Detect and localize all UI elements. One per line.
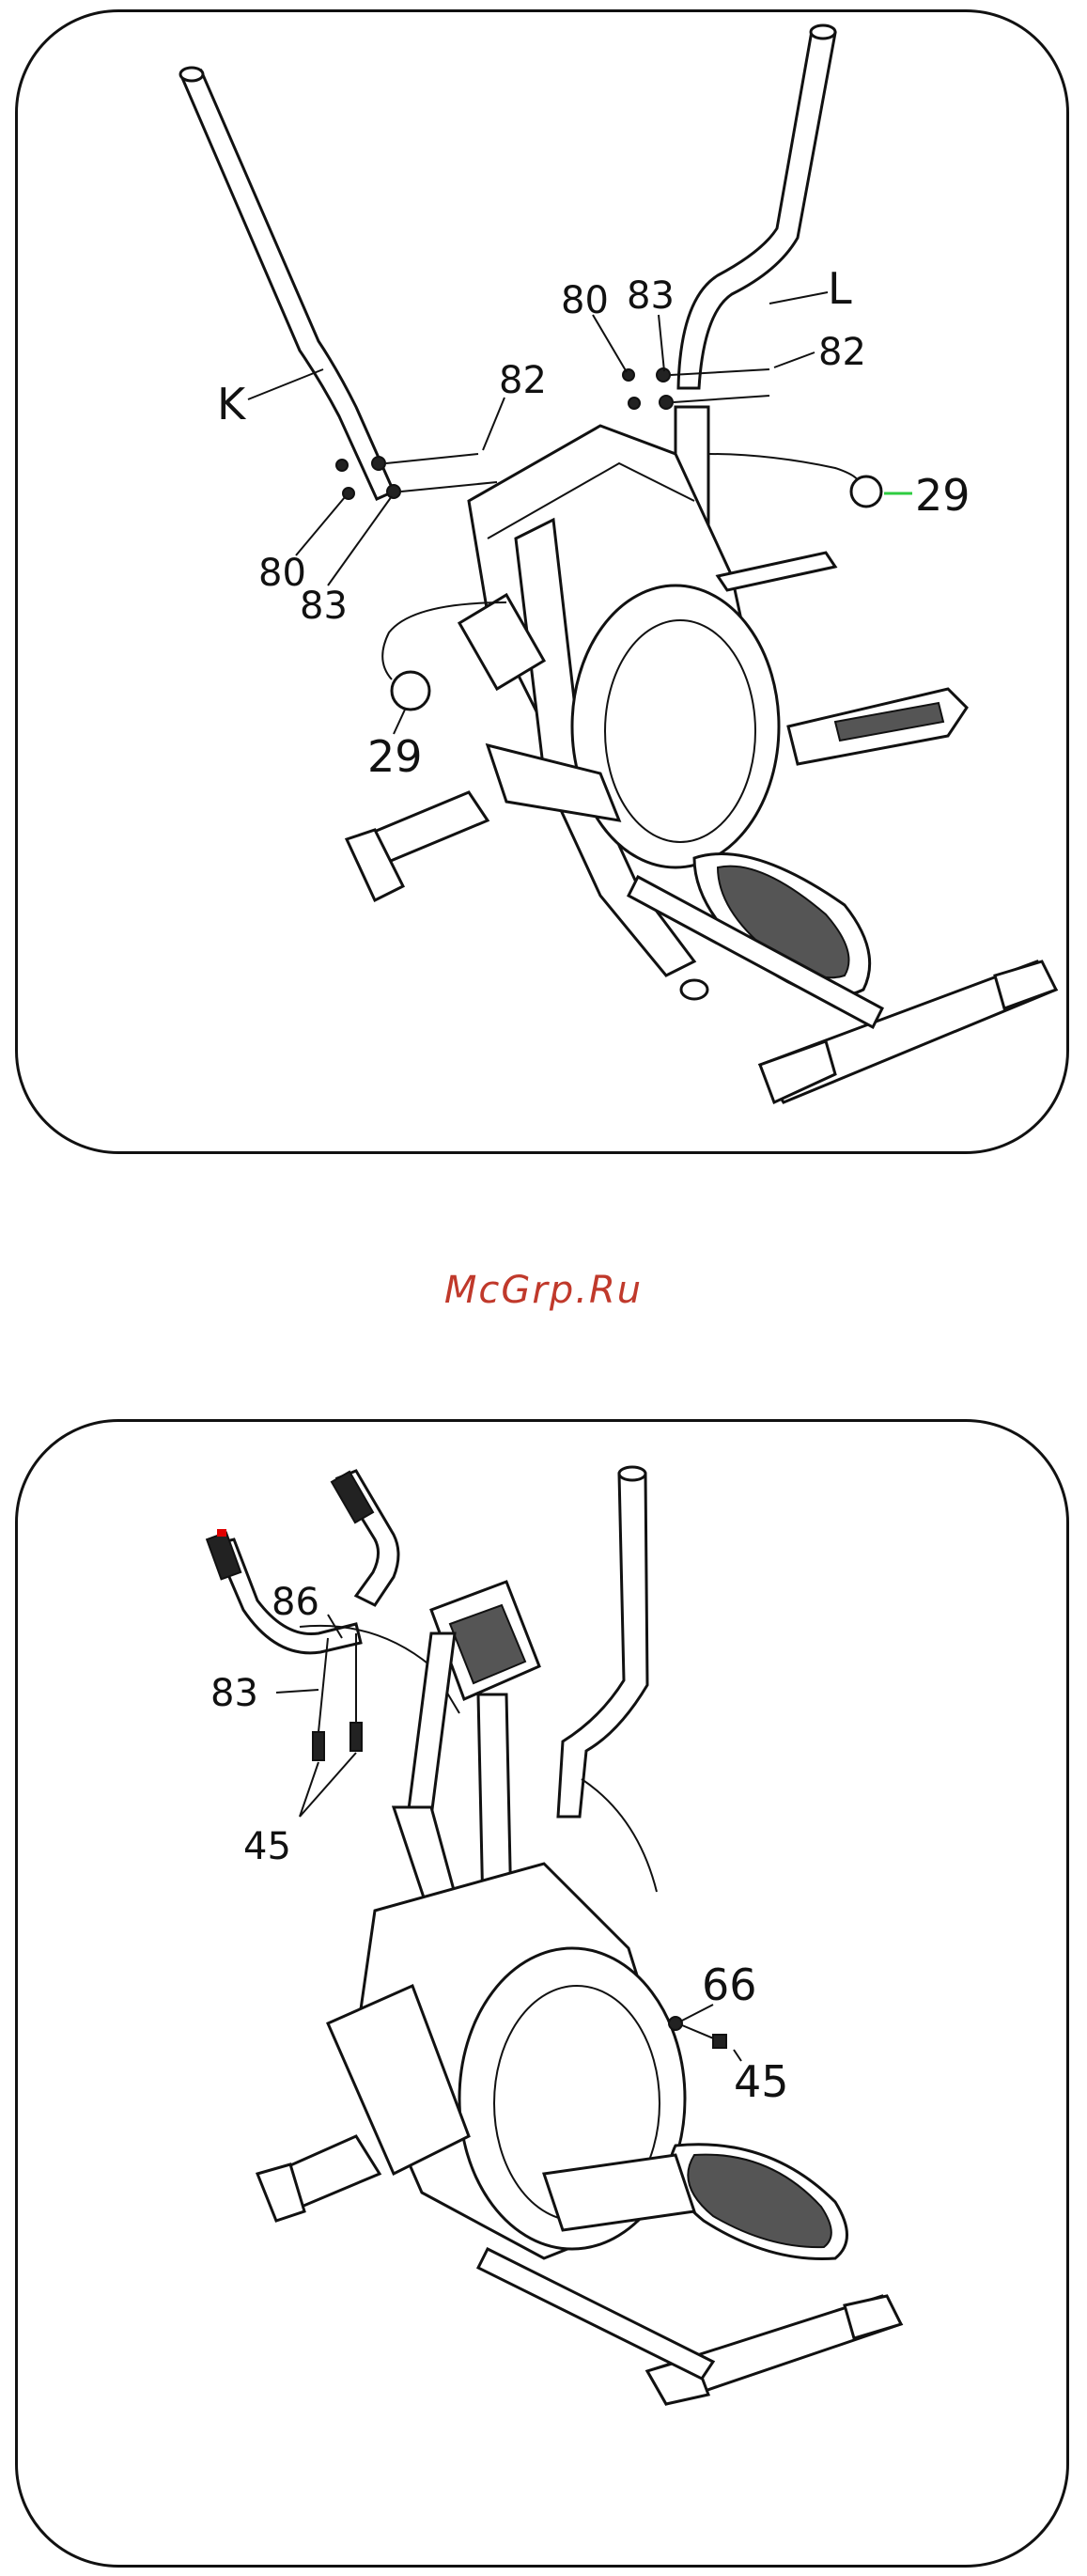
watermark: McGrp.Ru [0, 1269, 1087, 1312]
label-45-right: 45 [734, 2056, 789, 2107]
label-83-right: 83 [627, 274, 675, 318]
pedal-right [788, 689, 967, 764]
rail-bottom [478, 2249, 713, 2379]
rear-stabilizer [347, 792, 488, 900]
assembly-diagram-top: K L 80 83 82 82 80 83 29 29 [15, 9, 1069, 1154]
elliptical-trainer-drawing-bottom: 86 83 45 66 45 [18, 1422, 1072, 2570]
leader-83-left [328, 496, 392, 585]
knob-29-right [708, 454, 881, 507]
handlebar-l [678, 25, 835, 388]
label-82-left: 82 [499, 359, 547, 402]
label-45-left: 45 [243, 1825, 291, 1868]
leader-82-left [483, 398, 505, 450]
leader-83-right [659, 315, 664, 371]
label-83-left: 83 [300, 585, 348, 628]
label-29-left: 29 [367, 731, 423, 782]
roller [681, 980, 707, 999]
rear-stabilizer-bottom [257, 2136, 380, 2221]
label-66: 66 [702, 1959, 757, 2010]
label-82-right: 82 [818, 331, 866, 374]
label-29-right: 29 [915, 470, 971, 521]
leader-45-left-a [300, 1762, 318, 1817]
leader-45-left-b [300, 1753, 356, 1817]
cable-right [582, 1779, 657, 1892]
label-k: K [217, 379, 247, 429]
handlebar-k [180, 68, 394, 499]
leader-k [248, 369, 323, 399]
label-80-right: 80 [561, 279, 609, 322]
leader-82-right [774, 352, 815, 367]
handle-left-lower [394, 1633, 459, 1920]
pedal-arm [718, 553, 835, 590]
elliptical-trainer-drawing-top: K L 80 83 82 82 80 83 29 29 [18, 12, 1072, 1157]
marker-red [217, 1529, 226, 1537]
label-l: L [828, 263, 852, 314]
leader-80-left [296, 497, 345, 555]
leader-l [769, 292, 828, 304]
label-83: 83 [210, 1672, 258, 1715]
handle-right [558, 1467, 647, 1817]
label-86: 86 [272, 1581, 319, 1624]
assembly-diagram-bottom: 86 83 45 66 45 [15, 1419, 1069, 2568]
leader-83 [276, 1690, 318, 1693]
leader-80-right [593, 315, 627, 372]
